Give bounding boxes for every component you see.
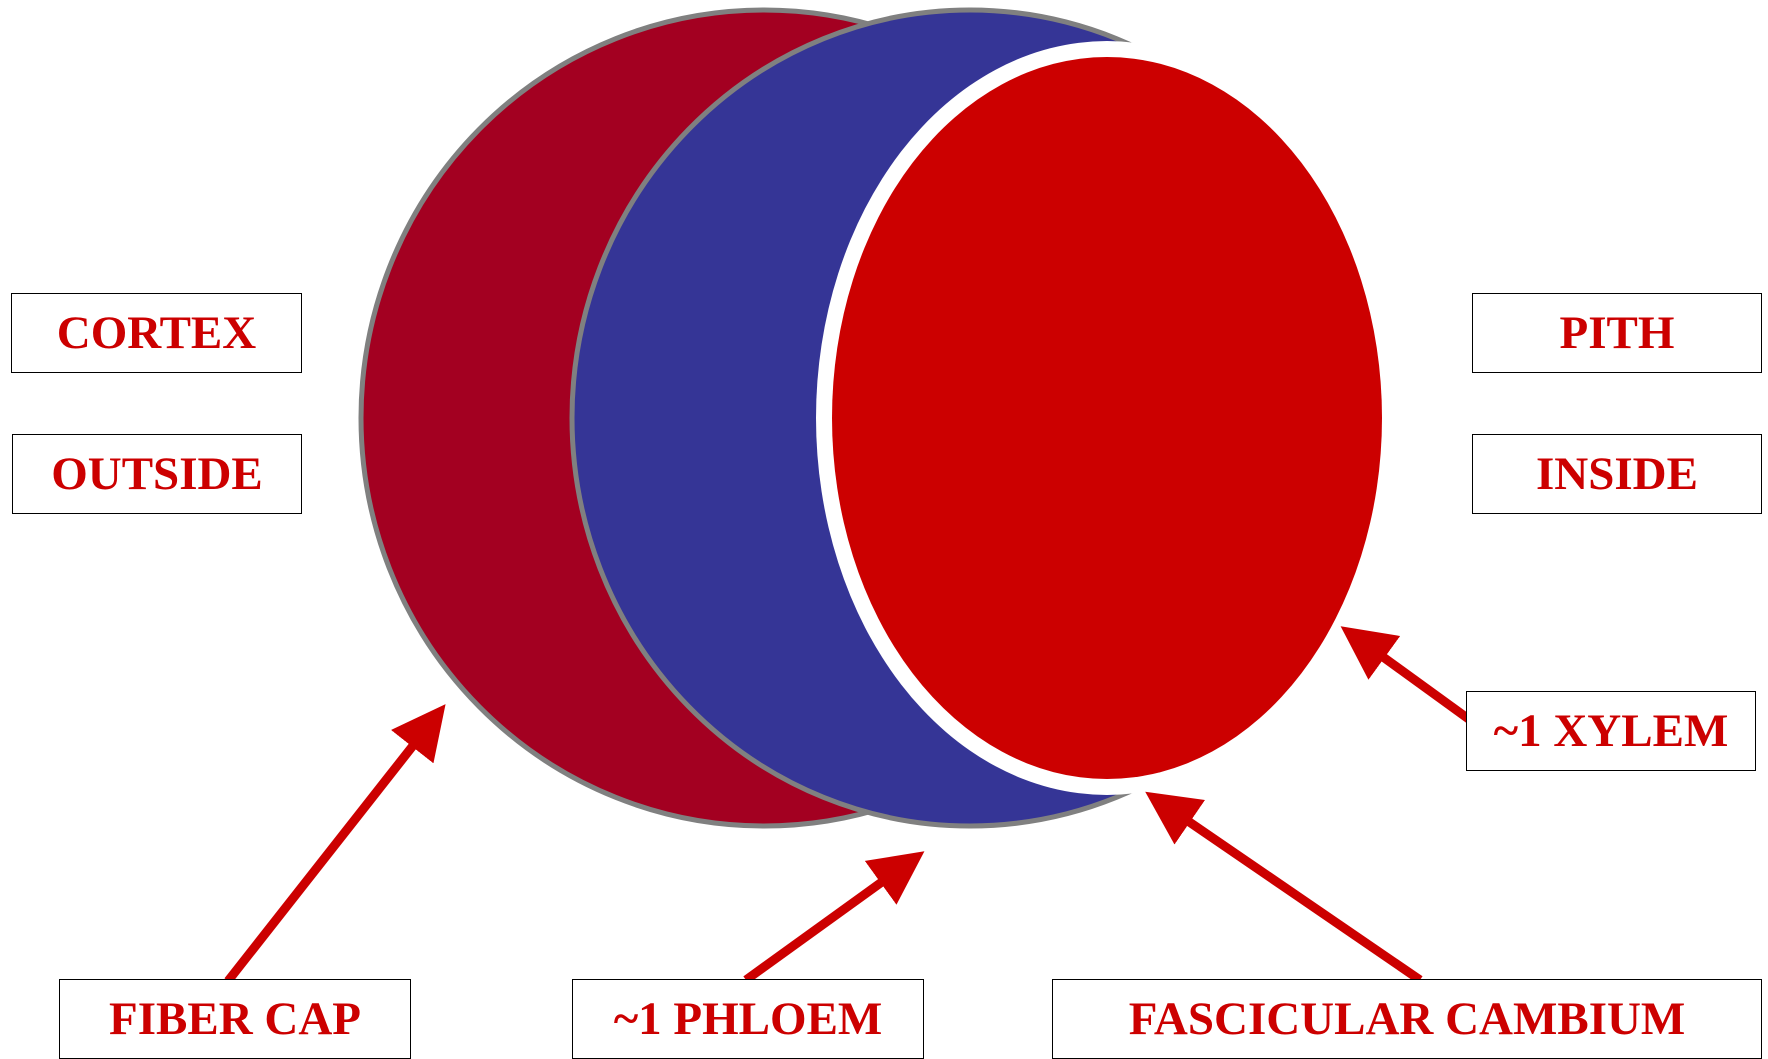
fiber-cap-label: FIBER CAP	[59, 979, 411, 1059]
phloem-arrow	[746, 866, 904, 980]
fascicular-cambium-label: FASCICULAR CAMBIUM	[1052, 979, 1762, 1059]
outside-label: OUTSIDE	[12, 434, 302, 514]
pith-label: PITH	[1472, 293, 1762, 373]
fiber-cap-arrow	[228, 724, 430, 981]
phloem-label: ~1 PHLOEM	[572, 979, 924, 1059]
cortex-label: CORTEX	[11, 293, 302, 373]
cambium-arrow	[1166, 806, 1420, 980]
inside-label: INSIDE	[1472, 434, 1762, 514]
xylem-arrow	[1361, 641, 1470, 720]
xylem-shape	[832, 57, 1382, 779]
xylem-label: ~1 XYLEM	[1466, 691, 1756, 771]
